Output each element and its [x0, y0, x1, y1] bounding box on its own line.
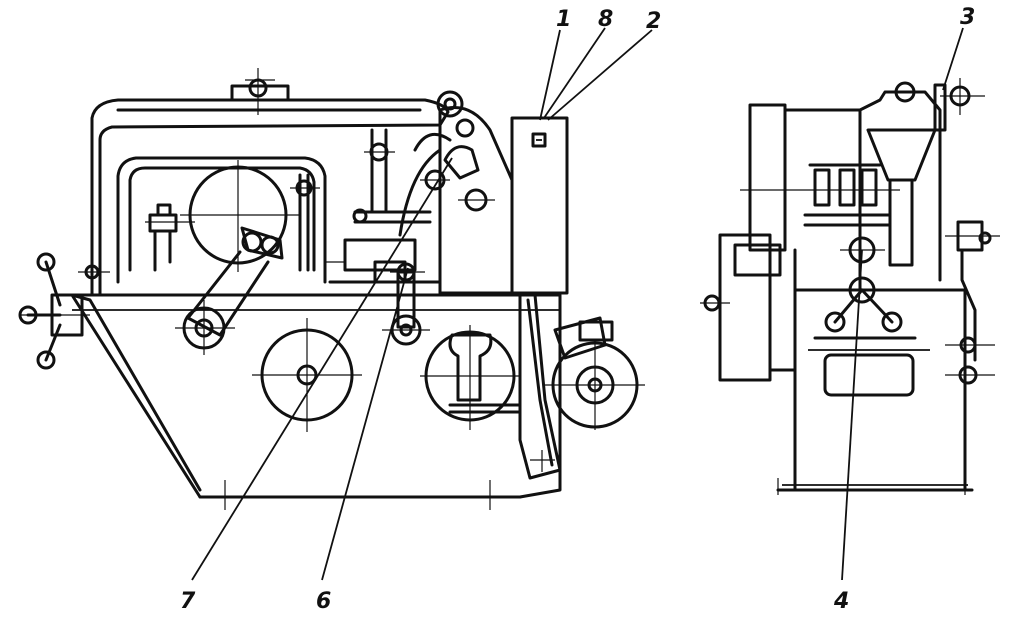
- handwheel-left: [18, 252, 90, 370]
- side-view: [700, 78, 1000, 495]
- callout-6: 6: [316, 589, 331, 614]
- control-cabinet: [510, 116, 569, 295]
- callout-2: 2: [646, 9, 661, 34]
- callout-3: 3: [960, 5, 975, 30]
- callout-4: 4: [833, 589, 849, 614]
- callout-7: 7: [180, 589, 196, 614]
- callout-1: 1: [556, 7, 571, 32]
- front-view: [18, 68, 645, 510]
- leader-lines: [191, 27, 964, 581]
- upper-cover: [90, 98, 450, 297]
- callout-8: 8: [598, 7, 613, 32]
- base-housing: [70, 293, 562, 499]
- side-housing: [793, 288, 967, 492]
- callout-labels: 1 8 2 3 7 6 4: [180, 5, 975, 614]
